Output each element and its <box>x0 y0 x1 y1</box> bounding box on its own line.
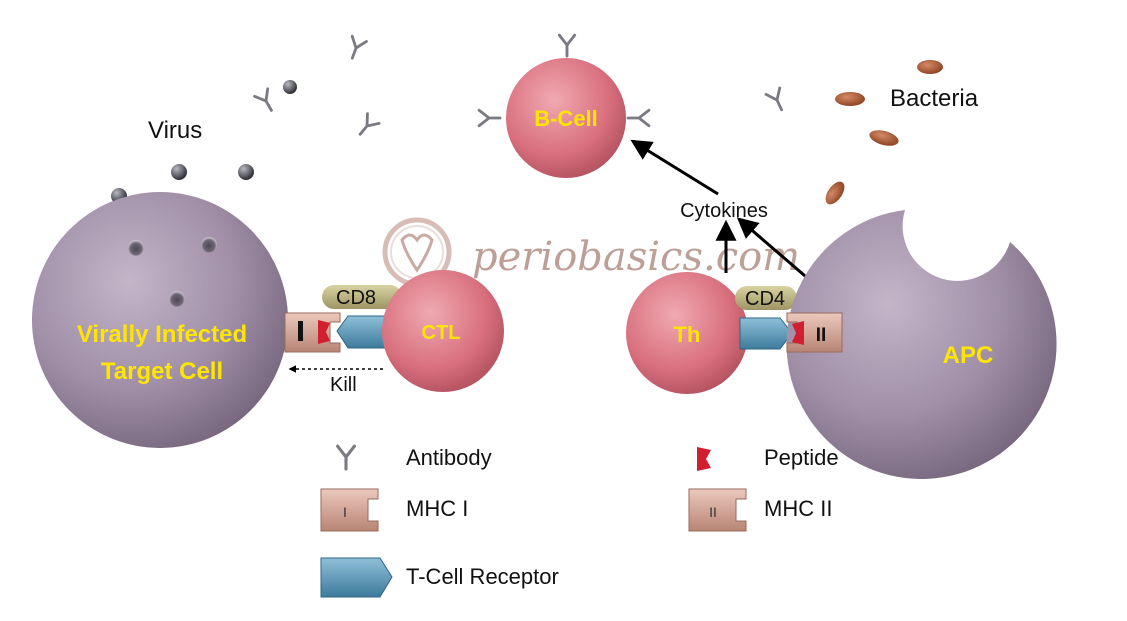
peptide-icon <box>792 321 804 345</box>
cd4-label: CD4 <box>745 288 785 310</box>
legend-antibody-icon <box>335 444 357 471</box>
ctl-cell <box>382 270 504 392</box>
mhc-ii-numeral: II <box>816 325 827 346</box>
legend-peptide-label: Peptide <box>764 445 839 470</box>
peptide-icon <box>318 320 330 344</box>
cytokines-label: Cytokines <box>680 200 768 222</box>
arrow-to-b-cell <box>630 139 719 196</box>
antibody-icon <box>626 108 651 128</box>
bacterium <box>825 181 845 205</box>
legend: Antibody I MHC I T-Cell Receptor Peptide… <box>320 444 839 598</box>
target-cell-label-line2: Target Cell <box>101 358 223 385</box>
antibody-icon <box>253 87 280 116</box>
cd8-molecule <box>322 285 402 309</box>
b-cell <box>477 33 651 178</box>
cd8-label: CD8 <box>336 287 376 309</box>
antibody-icon <box>557 33 577 58</box>
tcr-th <box>739 317 793 350</box>
antibody-icon <box>343 34 368 63</box>
legend-mhc2-label: MHC II <box>764 496 832 521</box>
legend-peptide-icon <box>697 447 711 471</box>
mhc-i-complex <box>284 312 341 353</box>
bacterium <box>835 92 865 106</box>
legend-antibody-label: Antibody <box>406 445 492 470</box>
legend-tcr-label: T-Cell Receptor <box>406 564 559 589</box>
virus-particle <box>283 80 297 94</box>
apc-label: APC <box>943 342 994 369</box>
mhc-ii-complex <box>786 312 843 353</box>
legend-mhc1-icon <box>320 488 379 532</box>
virus-pit <box>201 237 217 253</box>
legend-mhc2-icon <box>688 488 747 532</box>
virus-pit <box>169 291 185 307</box>
bacteria-label: Bacteria <box>890 85 979 112</box>
virus-pit <box>128 240 144 256</box>
th-cell <box>626 272 748 394</box>
virus-particles <box>111 80 297 204</box>
watermark-text: periobasics.com <box>472 234 800 280</box>
virally-infected-target-cell <box>32 192 288 448</box>
virus-label: Virus <box>148 117 202 144</box>
virus-particle <box>171 164 187 180</box>
antibody-icon <box>764 86 790 115</box>
b-cell-label: B-Cell <box>534 106 598 131</box>
ctl-label: CTL <box>422 322 461 344</box>
antibody-icon <box>352 112 381 141</box>
legend-mhc1-numeral: I <box>343 504 347 520</box>
legend-mhc2-numeral: II <box>709 504 717 520</box>
bacterium <box>917 60 943 74</box>
target-cell-label-line1: Virally Infected <box>77 321 247 348</box>
virus-particle <box>238 164 254 180</box>
cd4-molecule <box>735 286 797 310</box>
th-label: Th <box>674 322 701 347</box>
legend-tcr-icon <box>320 557 393 598</box>
legend-mhc1-label: MHC I <box>406 496 468 521</box>
bacterium <box>869 130 899 146</box>
apc-cell <box>786 210 1057 479</box>
kill-label: Kill <box>330 374 357 396</box>
antibody-icon <box>477 108 502 128</box>
